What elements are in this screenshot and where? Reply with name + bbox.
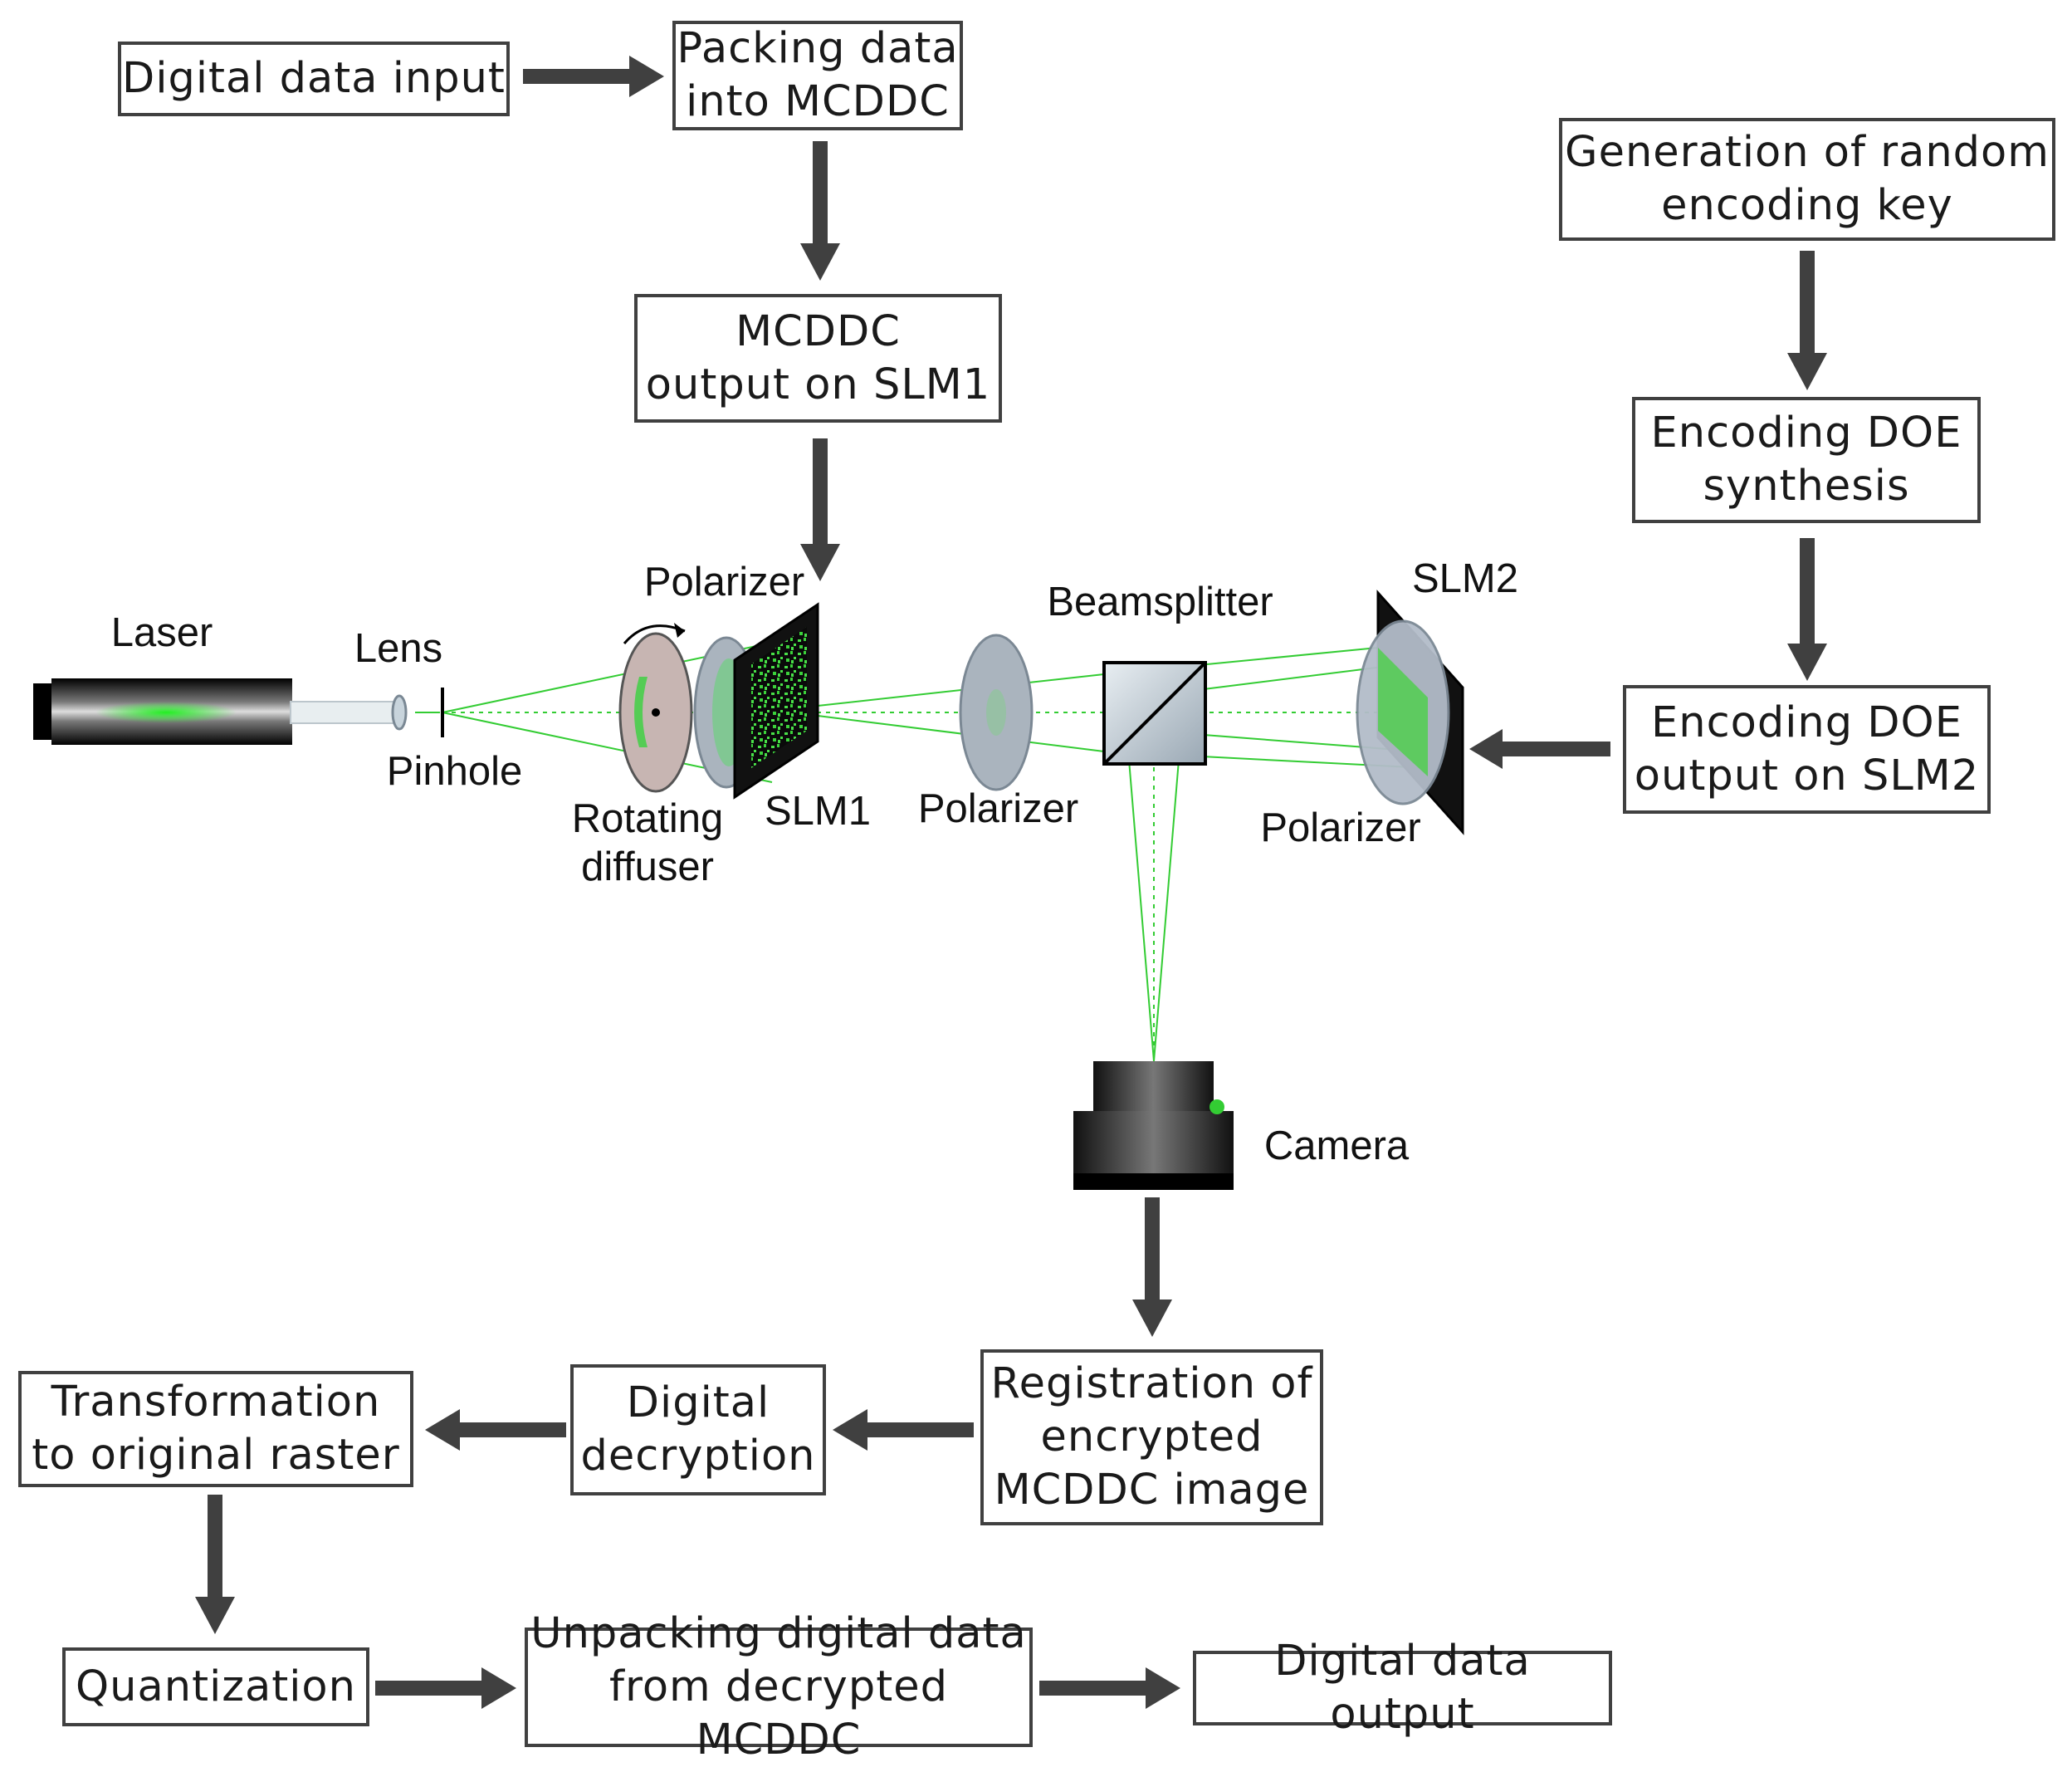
rotating-diffuser [618, 623, 693, 793]
arrow-input-to-packing [523, 56, 664, 97]
pinhole-label: Pinhole [386, 749, 523, 794]
light-beams [291, 642, 1429, 1062]
arrow-synthesis-to-doe-output [1787, 538, 1827, 681]
arrow-unpacking-to-output [1039, 1667, 1180, 1709]
arrow-doe-output-to-slm2 [1469, 729, 1610, 769]
slm1-label: SLM1 [764, 789, 871, 834]
registration-box: Registration of encrypted MCDDC image [980, 1349, 1323, 1525]
slm2-label: SLM2 [1411, 556, 1518, 601]
flow-arrows [195, 56, 1827, 1709]
polarizer-2 [959, 634, 1034, 791]
arrow-key-to-synthesis [1787, 251, 1827, 390]
camera-device [1073, 1061, 1234, 1190]
polarizer-3-label: Polarizer [1260, 805, 1421, 850]
random-key-box: Generation of random encoding key [1559, 118, 2055, 241]
slm2-assembly [1356, 590, 1464, 835]
camera-label: Camera [1263, 1123, 1410, 1168]
doe-output-box: Encoding DOE output on SLM2 [1623, 685, 1991, 814]
rotating-diffuser-label: Rotating diffuser [571, 796, 724, 889]
polarizer-1-label: Polarizer [643, 560, 805, 604]
arrow-packing-to-mcddc [800, 141, 840, 281]
mcddc-output-box: MCDDC output on SLM1 [634, 294, 1002, 423]
digital-data-input-box: Digital data input [118, 42, 510, 116]
packing-data-box: Packing data into MCDDC [672, 21, 963, 130]
transformation-box: Transformation to original raster [18, 1371, 413, 1487]
laser-device [33, 678, 399, 745]
arrow-quantization-to-unpacking [375, 1667, 516, 1709]
decryption-box: Digital decryption [570, 1364, 826, 1495]
doe-synthesis-box: Encoding DOE synthesis [1632, 397, 1981, 523]
laser-label: Laser [110, 610, 213, 655]
arrow-registration-to-decryption [833, 1409, 974, 1451]
beamsplitter-cube [1102, 661, 1207, 766]
quantization-box: Quantization [62, 1647, 369, 1726]
lens-element [391, 694, 408, 731]
slm1-device [733, 602, 819, 800]
digital-data-output-box: Digital data output [1193, 1637, 1612, 1739]
lens-label: Lens [354, 626, 443, 671]
arrow-camera-to-registration [1132, 1197, 1172, 1337]
arrow-decryption-to-transformation [425, 1409, 566, 1451]
arrow-transformation-to-quantization [195, 1495, 235, 1634]
unpacking-box: Unpacking digital data from decrypted MC… [525, 1609, 1033, 1765]
beamsplitter-label: Beamsplitter [1047, 580, 1273, 624]
arrow-mcddc-to-slm1 [800, 438, 840, 581]
polarizer-2-label: Polarizer [917, 786, 1079, 831]
